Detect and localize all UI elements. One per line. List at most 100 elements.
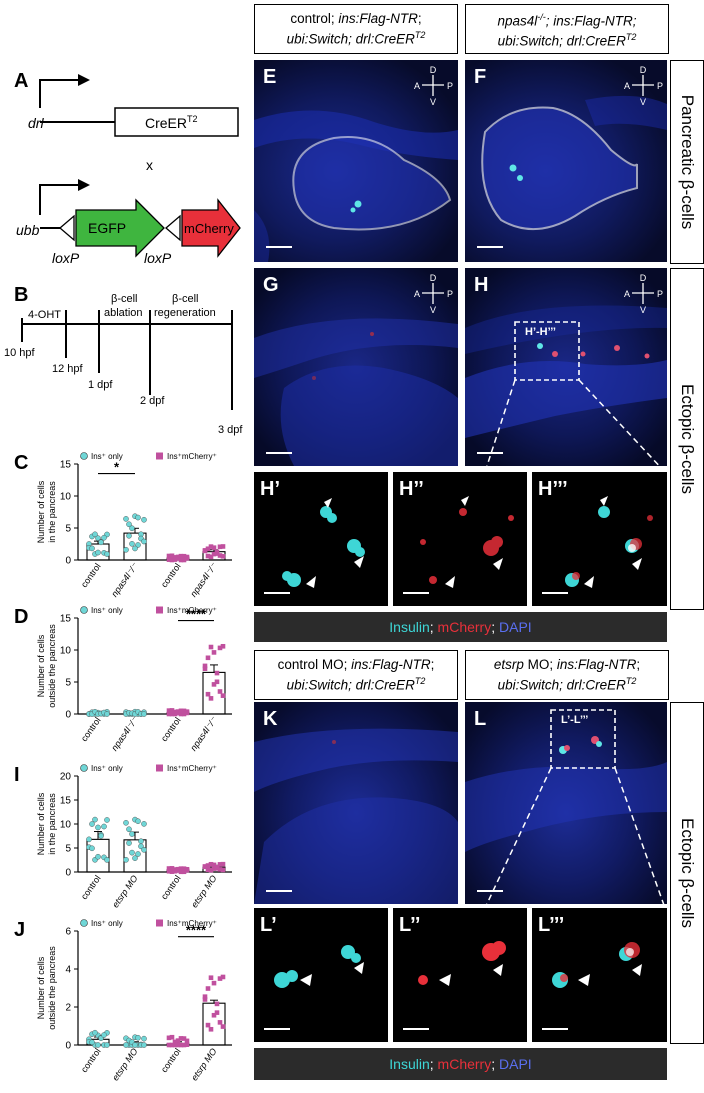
data-point (101, 534, 107, 541)
data-point (141, 516, 147, 523)
panel-label-g: G (263, 274, 279, 296)
timeline-diagram: 4-OHT β-cell ablation β-cell regeneratio… (4, 293, 233, 410)
data-point (205, 863, 211, 868)
data-point (123, 546, 129, 553)
data-point (101, 823, 107, 830)
data-point (92, 816, 98, 823)
data-point (166, 1035, 172, 1041)
data-point (211, 545, 217, 550)
data-point (123, 516, 129, 522)
legend-label-ins: Ins⁺ only (91, 764, 123, 773)
data-point (95, 549, 101, 556)
data-point (217, 553, 223, 558)
y-tick-label: 2 (65, 1003, 71, 1014)
panel-label-h-triple-prime: H’’’ (538, 478, 568, 500)
data-point (202, 864, 208, 869)
data-point (89, 545, 95, 552)
data-point (214, 1001, 220, 1007)
data-point (214, 864, 220, 870)
data-point (101, 1032, 107, 1038)
legend-marker-mcherry (156, 452, 163, 460)
data-point (178, 711, 184, 717)
data-point (178, 553, 184, 559)
data-point (217, 862, 223, 867)
y-tick-label: 0 (65, 710, 71, 721)
x-tick-label: npas4l⁻/⁻ (109, 714, 140, 752)
data-point (205, 546, 211, 552)
panel-label-i: I (14, 764, 20, 786)
legend-marker-ins (80, 606, 88, 614)
zoom-lines-l (484, 767, 666, 909)
data-point (95, 1042, 101, 1048)
data-point (214, 670, 220, 676)
data-point (220, 867, 226, 873)
data-point (184, 1038, 190, 1044)
svg-text:ablation: ablation (104, 307, 143, 319)
x-tick-label: control (159, 873, 183, 901)
loxp-label-2: loxP (144, 250, 172, 266)
x-tick-label: control (159, 715, 183, 743)
svg-text:regeneration: regeneration (154, 307, 216, 319)
data-point (135, 818, 141, 825)
data-point (181, 1036, 187, 1041)
compass-d: D (640, 273, 647, 283)
data-point (205, 691, 211, 697)
data-point (104, 817, 110, 823)
mcherry-label: mCherry (184, 221, 234, 236)
y-tick-label: 0 (65, 1041, 71, 1052)
y-tick-label: 10 (60, 820, 72, 831)
data-point (175, 1042, 181, 1048)
data-point (95, 824, 101, 831)
data-point (126, 840, 132, 846)
compass-d: D (430, 273, 437, 283)
data-point (205, 867, 211, 873)
data-point (95, 853, 101, 860)
data-point (169, 553, 175, 559)
significance-label: **** (186, 607, 207, 622)
data-point (123, 856, 129, 863)
data-point (205, 986, 211, 991)
panel-label-e: E (263, 66, 277, 88)
data-point (135, 851, 141, 857)
legend-label-mcherry: Ins⁺mCherry⁺ (167, 606, 217, 615)
x-tick-label: control (79, 715, 103, 743)
x-tick-label: control (159, 1046, 183, 1074)
data-point (202, 997, 208, 1002)
y-tick-label: 6 (65, 927, 71, 938)
data-point (217, 1020, 223, 1025)
data-point (166, 708, 172, 713)
x-tick-label: control (79, 873, 103, 901)
data-point (169, 711, 175, 717)
data-point (184, 554, 190, 560)
compass-a: A (414, 289, 420, 299)
data-point (172, 868, 178, 874)
data-point (92, 531, 98, 538)
data-point (202, 663, 208, 669)
data-point (141, 1035, 147, 1042)
data-point (141, 847, 147, 853)
x-tick-label: etsrp MO (110, 873, 139, 909)
significance-label: **** (186, 923, 207, 938)
panel-label-f: F (474, 66, 487, 88)
data-point (166, 557, 172, 562)
x-tick-label: npas4l⁻/⁻ (188, 714, 219, 752)
y-tick-label: 4 (65, 965, 71, 976)
channel-legend-1: Insulin; mCherry; DAPI (254, 612, 667, 642)
compass-a: A (624, 81, 630, 91)
y-axis-label: Number of cellsoutside the pancreas (36, 946, 57, 1030)
legend-label-mcherry: Ins⁺mCherry⁺ (167, 452, 217, 461)
data-point (184, 1042, 190, 1047)
svg-text:1 dpf: 1 dpf (88, 379, 113, 391)
data-point (98, 539, 104, 546)
y-tick-label: 15 (60, 460, 72, 471)
data-point (181, 557, 187, 563)
data-point (178, 866, 184, 871)
y-axis-label: Number of cellsin the pancreas (36, 792, 57, 855)
micrograph-l-triple-prime: L’’’ (532, 908, 667, 1042)
data-point (98, 833, 104, 839)
data-point (129, 849, 135, 856)
data-point (208, 1026, 214, 1032)
data-point (208, 861, 214, 867)
